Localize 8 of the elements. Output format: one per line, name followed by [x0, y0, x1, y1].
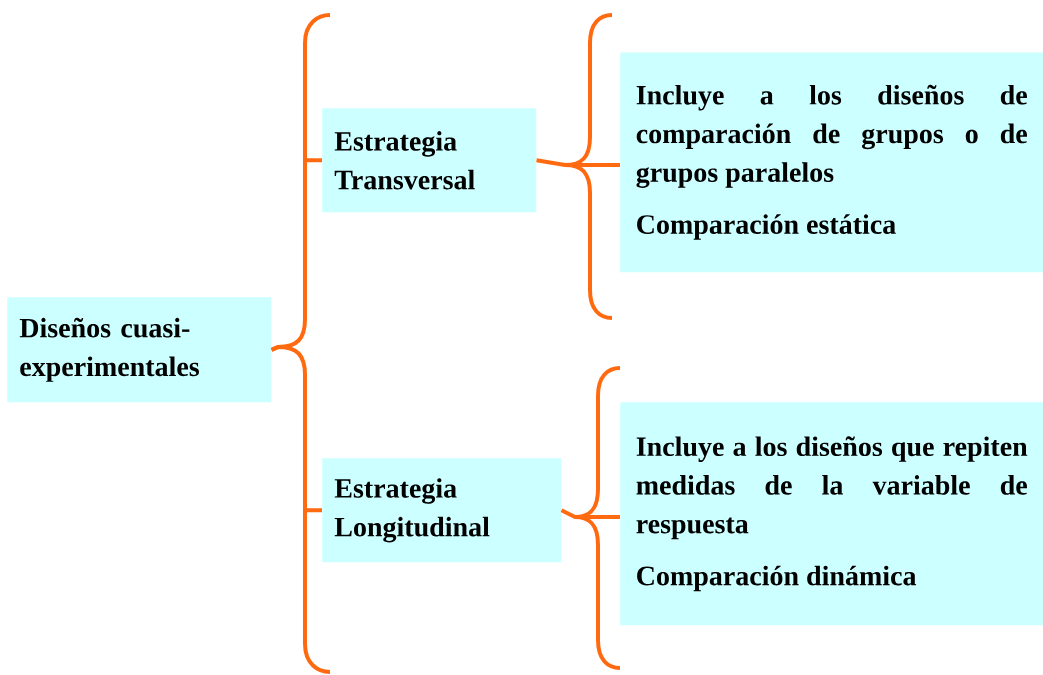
- text-box: Estrategia Longitudinal: [322, 458, 562, 563]
- curly-brace: [534, 13, 622, 320]
- text-box: Incluye a los diseños de comparación de grupos o de grupos paralelos Comparación estática: [620, 52, 1043, 273]
- text-box: Estrategia Transversal: [322, 108, 537, 213]
- text-box: Incluye a los diseños que repiten medidas de la variable de respuesta Comparación dinámica: [620, 402, 1043, 626]
- curly-brace: [559, 366, 622, 670]
- curly-brace: [269, 345, 332, 674]
- text-box: Diseños cuasi-experimentales: [7, 297, 272, 403]
